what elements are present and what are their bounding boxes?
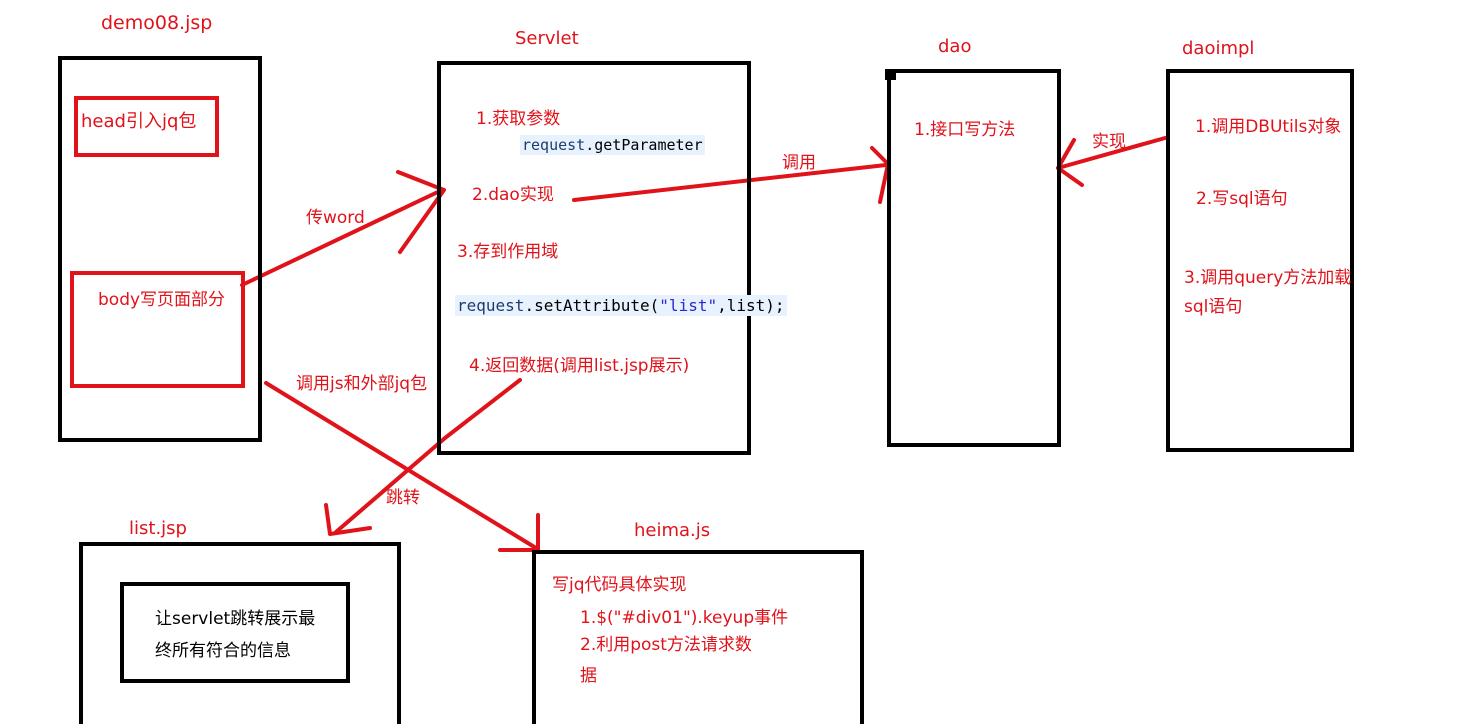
servlet-box xyxy=(437,61,751,455)
arrow-servlet-to-list-head xyxy=(324,503,372,536)
daoimpl-step1: 1.调用DBUtils对象 xyxy=(1195,117,1342,137)
daoimpl-step2: 2.写sql语句 xyxy=(1196,189,1288,209)
demo08-title: demo08.jsp xyxy=(101,12,213,34)
head-label: head引入jq包 xyxy=(81,111,197,132)
arrow-daoimpl-to-dao xyxy=(1056,136,1167,170)
code2-obj: request xyxy=(457,296,525,315)
daoimpl-step3-line2: sql语句 xyxy=(1184,297,1243,317)
code2-method: .setAttribute( xyxy=(524,296,660,315)
code2-rest: ,list); xyxy=(717,296,785,315)
servlet-title: Servlet xyxy=(515,28,579,49)
arrow-servlet-to-list xyxy=(334,378,522,534)
servlet-step2: 2.dao实现 xyxy=(472,185,554,205)
list-inner-box xyxy=(120,582,350,683)
daoimpl-box xyxy=(1166,69,1354,452)
edge-label-jump: 跳转 xyxy=(386,488,420,508)
arrow-body-to-servlet-head xyxy=(396,170,446,254)
head-box xyxy=(74,96,219,157)
arrow-servlet-to-dao xyxy=(572,163,888,202)
edge-label-call: 调用 xyxy=(782,153,816,173)
servlet-step1: 1.获取参数 xyxy=(476,109,561,129)
dao-box xyxy=(887,69,1061,447)
arrow-servlet-to-dao-head xyxy=(870,146,890,204)
code1-method: .getParameter xyxy=(585,136,703,154)
servlet-code-getparameter: request.getParameter xyxy=(520,135,705,155)
list-inner-line1: 让servlet跳转展示最 xyxy=(155,609,316,629)
heima-step2-line2: 据 xyxy=(580,666,597,686)
code1-obj: request xyxy=(522,136,586,154)
servlet-step3: 3.存到作用域 xyxy=(457,242,559,262)
edge-label-pass-word: 传word xyxy=(306,208,365,228)
list-title: list.jsp xyxy=(129,518,187,539)
heima-step1: 1.$("#div01").keyup事件 xyxy=(580,608,789,628)
code2-string: "list" xyxy=(659,296,718,315)
edge-label-call-js: 调用js和外部jq包 xyxy=(296,374,428,394)
list-inner-line2: 终所有符合的信息 xyxy=(155,641,291,661)
servlet-code-setattribute: request.setAttribute("list",list); xyxy=(455,295,787,316)
daoimpl-title: daoimpl xyxy=(1182,38,1255,59)
daoimpl-step3-line1: 3.调用query方法加载 xyxy=(1184,268,1352,288)
heima-heading: 写jq代码具体实现 xyxy=(552,575,687,595)
arrow-body-to-servlet xyxy=(240,188,444,287)
servlet-step4: 4.返回数据(调用list.jsp展示) xyxy=(469,356,690,376)
list-box xyxy=(79,542,401,724)
demo08-box xyxy=(58,56,262,442)
arrow-demo-to-heima xyxy=(264,381,538,550)
heima-title: heima.js xyxy=(634,520,711,541)
heima-box xyxy=(532,550,864,724)
dao-step1: 1.接口写方法 xyxy=(914,120,1016,140)
edge-label-implement: 实现 xyxy=(1092,132,1126,152)
body-label: body写页面部分 xyxy=(98,290,226,310)
heima-step2-line1: 2.利用post方法请求数 xyxy=(580,635,752,655)
dao-corner-mark xyxy=(885,69,896,80)
dao-title: dao xyxy=(938,36,972,57)
body-box xyxy=(70,271,245,388)
